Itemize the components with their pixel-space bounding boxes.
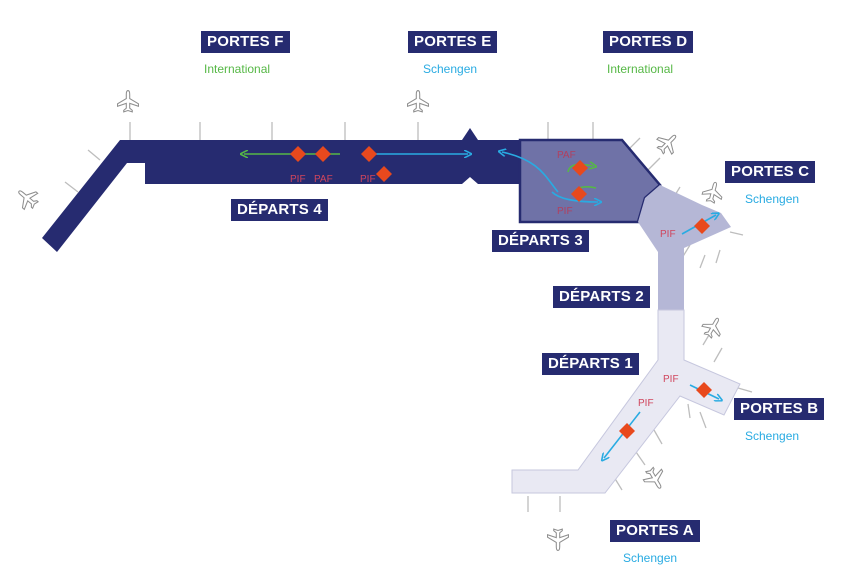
gates-c-label: PORTES C <box>725 161 816 183</box>
gates-f-zone: International <box>204 62 271 76</box>
pif-label: PIF <box>290 174 306 185</box>
airplane-icon <box>698 312 728 342</box>
paf-label: PAF <box>314 174 333 185</box>
airplane-icon <box>117 90 139 113</box>
gate-stubs <box>64 122 753 512</box>
gates-e-label: PORTES E <box>408 31 498 53</box>
pif-label: PIF <box>663 374 679 385</box>
departures-1-zone <box>511 309 741 494</box>
departures-3-label: DÉPARTS 3 <box>492 230 589 252</box>
diamond-marker-icon <box>376 166 392 182</box>
gates-b-zone: Schengen <box>745 429 800 443</box>
pif-label: PIF <box>660 229 676 240</box>
pif-label: PIF <box>360 174 376 185</box>
terminal-f-e-building <box>42 128 522 252</box>
gates-a-zone: Schengen <box>623 551 678 565</box>
gates-e-zone: Schengen <box>423 62 478 76</box>
diamond-marker-icon <box>361 146 377 162</box>
control-points <box>290 146 712 439</box>
airplane-icon <box>547 528 569 551</box>
gates-c-zone: Schengen <box>745 192 800 206</box>
departures-3-zone <box>518 138 662 224</box>
gates-f-label: PORTES F <box>201 31 290 53</box>
gates-b-label: PORTES B <box>734 398 825 420</box>
diamond-marker-icon <box>696 382 712 398</box>
gates-d-zone: International <box>607 62 674 76</box>
airplane-icon <box>700 179 726 206</box>
paf-label: PAF <box>557 150 576 161</box>
departures-4-label: DÉPARTS 4 <box>231 199 328 221</box>
departures-2-zone <box>638 185 731 310</box>
departures-1-label: DÉPARTS 1 <box>542 353 639 375</box>
departures-2-label: DÉPARTS 2 <box>553 286 650 308</box>
airplane-icon <box>652 127 684 159</box>
control-labels: PIF PAF PIF PAF PIF PIF PIF PIF <box>290 150 679 409</box>
diamond-marker-icon <box>694 218 710 234</box>
airplane-icon <box>11 182 43 214</box>
diamond-marker-icon <box>571 186 587 202</box>
gates-d-label: PORTES D <box>603 31 694 53</box>
airplane-icon <box>407 90 429 113</box>
pif-label: PIF <box>638 398 654 409</box>
pif-label: PIF <box>557 206 573 217</box>
diamond-marker-icon <box>619 423 635 439</box>
diamond-marker-icon <box>315 146 331 162</box>
gates-a-label: PORTES A <box>610 520 700 542</box>
airplane-icon <box>639 463 670 494</box>
diamond-marker-icon <box>290 146 306 162</box>
diamond-marker-icon <box>572 160 588 176</box>
